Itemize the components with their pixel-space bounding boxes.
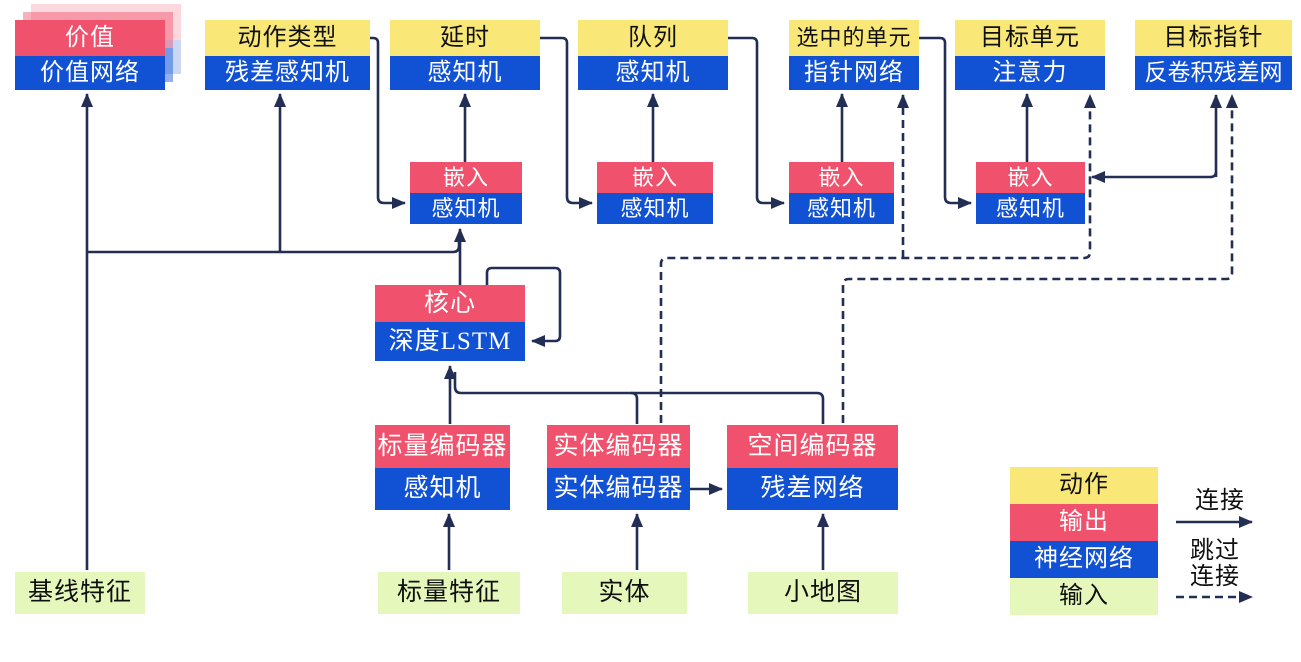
node-value: 价值 价值网络	[15, 20, 165, 90]
legend-network: 神经网络	[1010, 541, 1158, 578]
node-embed4: 嵌入 感知机	[976, 162, 1085, 224]
legend-input: 输入	[1010, 578, 1158, 615]
scalar-encoder-header: 标量编码器	[375, 425, 510, 468]
conn-spatial-encoder-bus	[453, 372, 825, 424]
target-point-body: 反卷积残差网	[1135, 56, 1292, 90]
conn-delay-to-embed2	[540, 36, 593, 209]
conn-queue-to-embed3	[728, 36, 785, 209]
spatial-encoder-header: 空间编码器	[727, 425, 898, 468]
conn-core-bus-left	[87, 242, 461, 254]
embed1-header: 嵌入	[410, 162, 522, 193]
embed3-body: 感知机	[789, 193, 894, 224]
node-queue: 队列 感知机	[578, 20, 728, 90]
queue-body: 感知机	[578, 56, 728, 90]
node-minimap: 小地图	[748, 572, 898, 614]
skip-entity-to-target-unit	[659, 94, 1096, 423]
node-scalar-encoder: 标量编码器 感知机	[375, 425, 510, 510]
value-body: 价值网络	[15, 56, 165, 90]
core-header: 核心	[375, 285, 525, 322]
node-delay: 延时 感知机	[390, 20, 540, 90]
legend-skip-label-line1: 跳过	[1190, 538, 1240, 564]
node-entities: 实体	[562, 572, 687, 614]
embed4-header: 嵌入	[976, 162, 1085, 193]
action-type-body: 残差感知机	[205, 56, 370, 90]
node-action-type: 动作类型 残差感知机	[205, 20, 370, 90]
node-embed3: 嵌入 感知机	[789, 162, 894, 224]
target-unit-body: 注意力	[955, 56, 1105, 90]
node-target-point: 目标指针 反卷积残差网	[1135, 20, 1292, 90]
conn-selected-units-to-embed4	[919, 36, 972, 209]
conn-core-self-loop	[485, 266, 562, 347]
legend-action: 动作	[1010, 467, 1158, 504]
node-scalar-features: 标量特征	[378, 572, 520, 614]
node-embed2: 嵌入 感知机	[597, 162, 713, 224]
delay-body: 感知机	[390, 56, 540, 90]
conn-action-type-to-embed1	[370, 36, 406, 209]
core-body: 深度LSTM	[375, 322, 525, 361]
scalar-encoder-body: 感知机	[375, 468, 510, 510]
entity-encoder-body: 实体编码器	[547, 468, 690, 510]
entity-encoder-header: 实体编码器	[547, 425, 690, 468]
legend-color-key: 动作 输出 神经网络 输入	[1010, 467, 1158, 615]
target-unit-header: 目标单元	[955, 20, 1105, 56]
queue-header: 队列	[578, 20, 728, 56]
selected-units-header: 选中的单元	[789, 20, 919, 56]
delay-header: 延时	[390, 20, 540, 56]
embed1-body: 感知机	[410, 193, 522, 224]
conn-entity-encoder-bus	[630, 391, 639, 424]
selected-units-body: 指针网络	[789, 56, 919, 90]
legend-skip-label-line2: 连接	[1190, 564, 1240, 590]
action-type-header: 动作类型	[205, 20, 370, 56]
value-header: 价值	[15, 20, 165, 56]
embed2-header: 嵌入	[597, 162, 713, 193]
node-target-unit: 目标单元 注意力	[955, 20, 1105, 90]
spatial-encoder-body: 残差网络	[727, 468, 898, 510]
node-embed1: 嵌入 感知机	[410, 162, 522, 224]
embed4-body: 感知机	[976, 193, 1085, 224]
node-spatial-encoder: 空间编码器 残差网络	[727, 425, 898, 510]
node-selected-units: 选中的单元 指针网络	[789, 20, 919, 90]
node-core: 核心 深度LSTM	[375, 285, 525, 361]
embed3-header: 嵌入	[789, 162, 894, 193]
target-point-header: 目标指针	[1135, 20, 1292, 56]
legend-connection-label: 连接	[1195, 488, 1245, 514]
legend-output: 输出	[1010, 504, 1158, 541]
node-entity-encoder: 实体编码器 实体编码器	[547, 425, 690, 510]
node-baseline-features: 基线特征	[15, 572, 145, 614]
conn-branch-to-embed4	[1091, 171, 1218, 183]
embed2-body: 感知机	[597, 193, 713, 224]
